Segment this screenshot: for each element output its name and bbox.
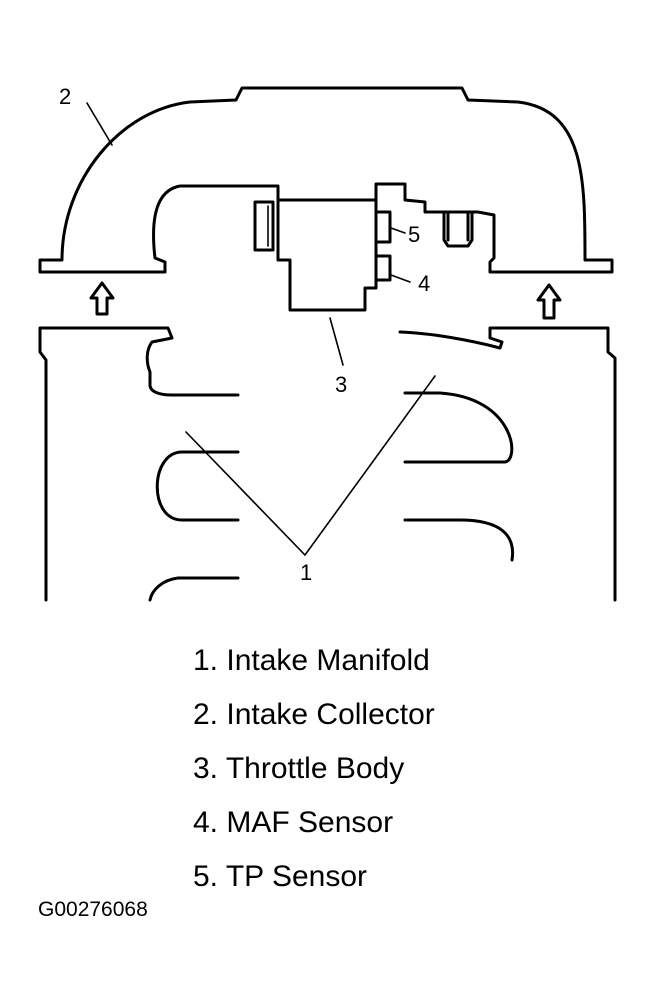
legend-item-intake-manifold: 1. Intake Manifold xyxy=(193,644,430,677)
right-flow-arrow xyxy=(536,283,562,320)
intake-system-diagram: 2 5 4 3 1 xyxy=(38,84,617,602)
legend-item-tp-sensor: 5. TP Sensor xyxy=(193,860,367,893)
legend-list: 1. Intake Manifold 2. Intake Collector 3… xyxy=(193,634,435,904)
figure-id: G00276068 xyxy=(38,898,148,921)
maf-sensor xyxy=(374,254,392,282)
left-flow-arrow xyxy=(89,281,115,316)
tp-sensor xyxy=(374,210,392,244)
legend-item-intake-collector: 2. Intake Collector xyxy=(193,698,435,731)
intake-collector xyxy=(38,86,614,274)
legend-item-throttle-body: 3. Throttle Body xyxy=(193,752,405,785)
callout-2: 2 xyxy=(59,84,71,109)
callout-1: 1 xyxy=(300,560,312,585)
callout-3: 3 xyxy=(335,372,347,397)
callout-5: 5 xyxy=(408,222,420,247)
legend-item-maf-sensor: 4. MAF Sensor xyxy=(193,806,394,839)
throttle-body xyxy=(276,198,378,312)
intake-manifold xyxy=(38,326,617,602)
collector-fitting xyxy=(442,210,474,248)
leader-lines xyxy=(86,102,436,557)
left-side-sensor xyxy=(253,200,275,252)
callout-4: 4 xyxy=(418,271,430,296)
